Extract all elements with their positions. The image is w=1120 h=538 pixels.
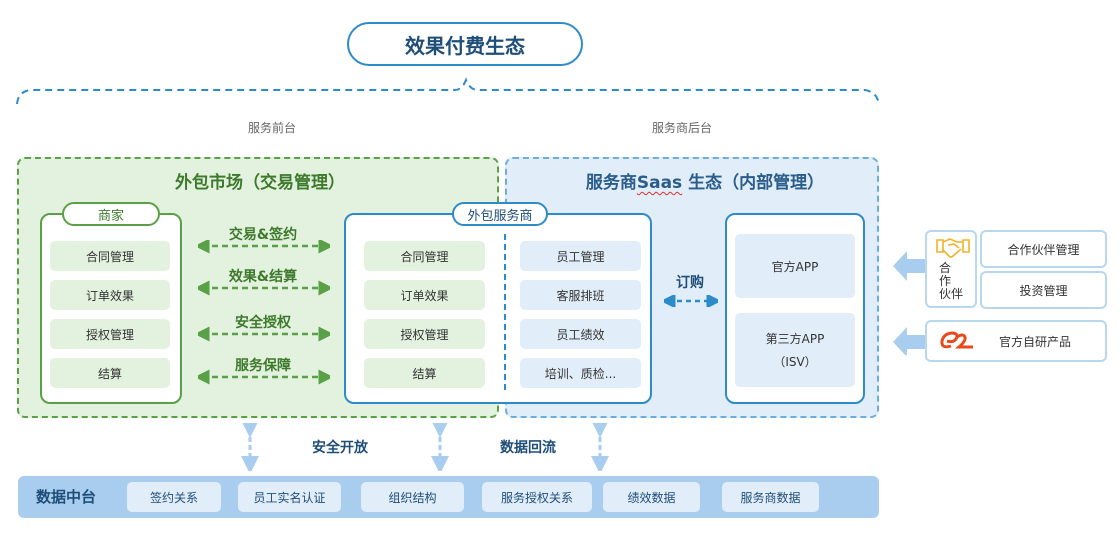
provider-divider [504,234,506,394]
third-party-app: 第三方APP （ISV） [735,313,855,387]
merchant-item: 合同管理 [50,241,170,271]
section-label-back: 服务商后台 [652,121,713,135]
outsourcing-market-title: 外包市场（交易管理） [175,173,345,193]
data-item: 服务商数据 [722,482,819,512]
saas-title-suffix: 生态（内部管理） [682,173,825,193]
section-label-front: 服务前台 [248,121,297,135]
provider-item: 客服排班 [520,280,641,310]
partner-label-3: 伙伴 [939,287,964,301]
saas-title-word: Saas [636,173,683,193]
provider-item: 合同管理 [364,241,485,271]
data-platform-title: 数据中台 [36,488,97,506]
investment-management: 投资管理 [980,271,1107,309]
left-arrow-icon [893,251,927,281]
partner-arrows [893,251,927,355]
merchant-item: 订单效果 [50,280,170,310]
data-item: 组织结构 [361,482,464,512]
official-product-box: 官方自研产品 [925,320,1107,362]
third-party-app-isv: （ISV） [773,355,817,369]
handshake-icon [936,238,970,258]
left-arrow-icon [893,327,927,355]
provider-item: 培训、质检... [520,358,641,388]
data-backflow-label: 数据回流 [500,440,556,456]
merchant-label: 商家 [62,202,160,226]
data-item: 绩效数据 [603,482,700,512]
subscribe-label: 订购 [676,275,704,291]
alibaba-logo-icon [940,331,973,349]
ecosystem-title: 效果付费生态 [347,22,583,66]
data-item: 签约关系 [127,482,221,512]
provider-label: 外包服务商 [452,202,548,226]
official-product-label: 官方自研产品 [999,334,1072,349]
saas-title-prefix: 服务商 [585,173,637,193]
partner-management: 合作伙伴管理 [980,230,1107,268]
provider-item: 订单效果 [364,280,485,310]
merchant-item: 结算 [50,358,170,388]
relation-arrows [198,240,330,385]
partner-label-1: 合 [939,261,952,275]
partner-label-2: 作 [939,274,952,288]
flow-arrows [241,423,609,471]
subscribe-arrow-icon [664,295,718,307]
relation-label: 交易&签约 [228,227,298,243]
merchant-item: 授权管理 [50,319,170,349]
data-item: 员工实名认证 [238,482,341,512]
saas-ecosystem-title: 服务商Saas 生态（内部管理） [570,168,840,193]
secure-open-label: 安全开放 [312,440,368,456]
provider-item: 员工绩效 [520,319,641,349]
provider-item: 员工管理 [520,241,641,271]
official-app: 官方APP [735,234,855,298]
third-party-app-label: 第三方APP [765,332,825,346]
provider-item: 授权管理 [364,319,485,349]
data-item: 服务授权关系 [482,482,592,512]
partner-box: 合 作 伙伴 [925,230,977,308]
provider-item: 结算 [364,358,485,388]
